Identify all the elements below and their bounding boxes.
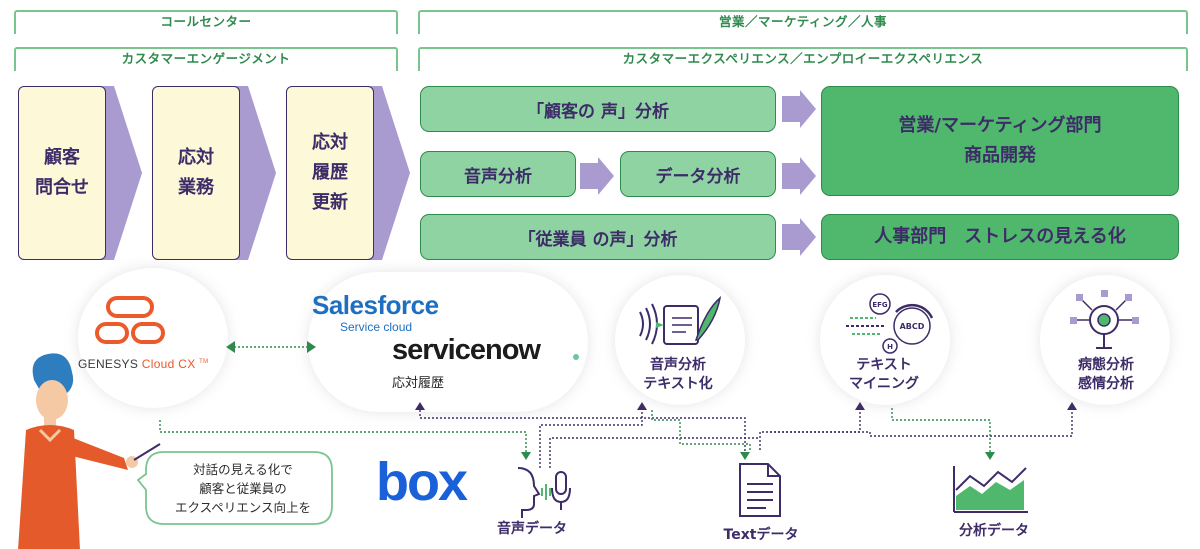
arrow-speech-data [580, 157, 614, 195]
response-history-caption: 応対履歴 [392, 376, 445, 391]
customer-engagement-header: カスタマーエンゲージメント [14, 47, 398, 71]
text-data-label: Textデータ [723, 527, 799, 543]
step-history-update: 応対履歴更新 [286, 86, 374, 260]
hr-box: 人事部門 ストレスの見える化 [821, 214, 1179, 260]
presenter-illustration [18, 353, 161, 549]
chevron-2 [234, 86, 276, 260]
speech-bubble-shape [136, 451, 333, 525]
sales-marketing-box: 営業/マーケティング部門商品開発 [821, 86, 1179, 196]
cx-ex-header: カスタマーエクスペリエンス／エンプロイーエクスペリエンス [418, 47, 1188, 71]
textmining-bubble-efg: EFG [872, 301, 888, 309]
callcenter-header: コールセンター [14, 10, 398, 34]
integration-arrow [226, 341, 316, 353]
text-document-icon [739, 463, 781, 517]
text-mining-label: テキストマイニング [849, 357, 919, 392]
speech-to-text-icon [639, 296, 722, 345]
textmining-bubble-h: H [887, 343, 893, 351]
speech-analysis-pill: 音声分析 [420, 151, 576, 197]
analysis-chart-icon [953, 466, 1028, 513]
step-customer-inquiry: 顧客問合せ [18, 86, 106, 260]
salesforce-logo: Salesforce [312, 290, 439, 320]
crm-bg-circle [308, 272, 588, 412]
genesys-tm: TM [199, 359, 209, 365]
textmining-bubble-abcd: ABCD [900, 322, 925, 331]
arrow-data-sales [782, 157, 816, 195]
genesys-product: Cloud CX [141, 357, 196, 371]
box-logo: box [376, 452, 468, 512]
voice-data-icon [517, 467, 571, 518]
emotion-analysis-label: 病態分析感情分析 [1078, 357, 1134, 392]
genesys-name: GENESYS [78, 357, 139, 371]
emotion-analysis-icon [1070, 290, 1139, 349]
servicenow-dot-icon [573, 354, 579, 360]
data-analysis-pill: データ分析 [620, 151, 776, 197]
genesys-bg-circle [78, 268, 228, 408]
genesys-logo-icon [95, 296, 165, 344]
sales-marketing-hr-header: 営業／マーケティング／人事 [418, 10, 1188, 34]
servicenow-logo: servicenow [392, 334, 541, 366]
speech-bubble-text: 対話の見える化で 顧客と従業員の エクスペリエンス向上を [174, 462, 311, 515]
text-mining-icon: EFG ABCD H [846, 293, 934, 354]
salesforce-subtitle: Service cloud [340, 320, 413, 334]
voice-data-label: 音声データ [497, 521, 567, 537]
voe-analysis-pill: 「従業員 の声」分析 [420, 214, 776, 260]
arrow-voe-hr [782, 218, 816, 256]
speech-to-text-label: 音声分析テキスト化 [643, 357, 713, 392]
step-response-work: 応対業務 [152, 86, 240, 260]
chevron-3 [368, 86, 410, 260]
genesys-wordmark: GENESYS Cloud CX TM [78, 357, 208, 371]
arrow-voc-sales [782, 90, 816, 128]
voc-analysis-pill: 「顧客の 声」分析 [420, 86, 776, 132]
chevron-1 [100, 86, 142, 260]
analysis-data-label: 分析データ [959, 523, 1029, 539]
